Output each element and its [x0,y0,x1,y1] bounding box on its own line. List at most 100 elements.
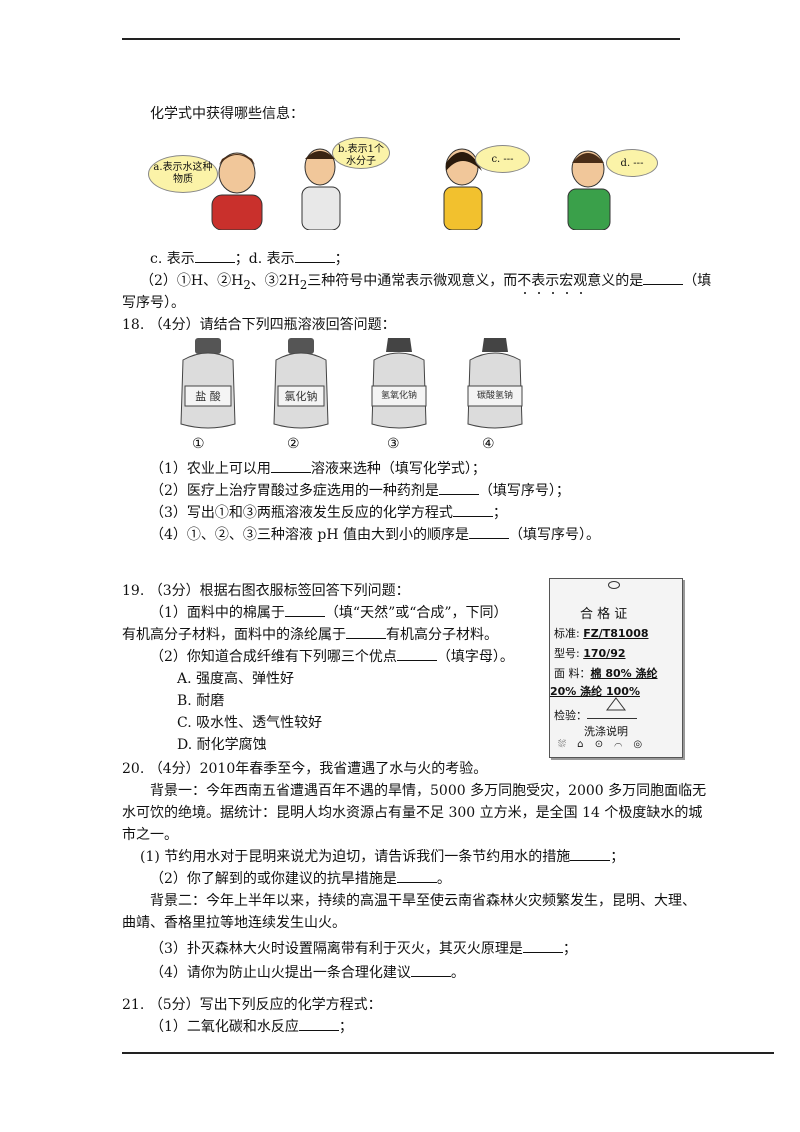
q18-s4-b: （填写序号）。 [508,527,600,543]
q19-s1-blank2[interactable] [346,624,386,639]
q18-s3: （3）写出①和③两瓶溶液发生反应的化学方程式； [150,502,507,522]
tag-title: 合 格 证 [580,607,628,622]
q19-s1-b: （填“天然”或“合成”，下同） [324,605,508,621]
bottle-1-icon [180,338,236,429]
top-rule [122,38,680,40]
q17-c-label: c. 表示 [150,251,195,267]
q17-d-blank[interactable] [294,248,335,263]
q18-s4-a: （4）①、②、③三种溶液 pH 值由大到小的顺序是 [150,527,469,543]
q21-s1-blank[interactable] [298,1016,339,1031]
q17-c-blank[interactable] [194,248,235,263]
q19-title: 19. （3分）根据右图衣服标签回答下列问题： [122,583,410,599]
tag-wash: 洗涤说明 [584,725,628,738]
q21-s1-b: ； [338,1019,353,1035]
person-b-figure [301,148,341,230]
bottle-3-icon [371,338,427,429]
tag-std-value: FZ/T81008 [583,627,649,640]
q18-s3-blank[interactable] [452,502,493,517]
bottle-3: 氢氧化钠 [366,336,432,435]
q19-s1-c: 有机高分子材料，面料中的涤纶属于 [122,627,346,643]
q19-s1-d: 有机高分子材料。 [386,627,498,643]
q18-s1-b: 溶液来选种（填写化学式）； [310,461,486,477]
bottle-3-label: 氢氧化钠 [380,391,417,401]
q19-s2-b: （填字母）。 [436,649,514,665]
q17-part2-emph3: 示 [545,273,560,289]
q19-s2-blank[interactable] [396,646,437,661]
q17-part2-sub2: 2 [299,277,308,292]
q19-s1: （1）面料中的棉属于（填“天然”或“合成”，下同） [150,602,508,622]
bottle-2: 氯化钠 [268,336,334,435]
q18-s1-blank[interactable] [270,458,311,473]
q17-part2-blank[interactable] [643,270,684,285]
q18-s2-b: （填写序号）； [478,483,570,499]
q19-s2: （2）你知道合成纤维有下列哪三个优点 （填字母）。 [150,646,514,666]
tag-fabric-value: 棉 80% 涤纶 [590,667,658,680]
bottle-2-icon [273,338,329,429]
q17-d-label: ；d. 表示 [234,251,295,267]
q18-s2-blank[interactable] [438,480,479,495]
q17-part2-sub1: 2 [243,277,251,292]
q17-part2-g: 意义的是 [587,273,644,289]
bottle-4: 碳酸氢钠 [462,336,528,435]
q20-s2: （2）你了解到的或你建议的抗旱措施是。 [150,868,451,888]
q19-s2-a: （2）你知道合成纤维有下列哪三个优点 [150,649,397,665]
q18-title: 18. （4分）请结合下列四瓶溶液回答问题： [122,317,396,333]
q20-s3-a: （3）扑灭森林大火时设置隔离带有利于灭火，其灭火原理是 [150,941,523,957]
bottle-4-label: 碳酸氢钠 [476,391,513,401]
q20-s4-blank[interactable] [410,962,451,977]
tag-model-label: 型号: [554,647,580,660]
tag-check-label: 检验： [554,709,587,722]
q19-opt-a: A. 强度高、弹性好 [177,671,295,687]
q20-bg2-line1: 背景二：今年上半年以来，持续的高温干旱至使云南省森林火灾频繁发生，昆明、大理、 [150,893,696,909]
q19-opt-d: D. 耐化学腐蚀 [177,737,267,753]
tag-fabric: 面 料：棉 80% 涤纶 [554,665,658,681]
bubble-c: c. --- [475,145,530,173]
q20-s4-b: 。 [450,965,465,981]
q17-part2-e: 三种符号中通常表示微观意义，而 [307,273,518,289]
tag-std-label: 标准: [554,627,580,640]
q20-s4-a: （4）请你为防止山火提出一条合理化建议 [150,965,411,981]
person-a-figure [211,152,263,230]
q21-s1-a: （1）二氧化碳和水反应 [150,1019,299,1035]
q20-s3-b: ； [562,941,577,957]
q19-s1-cont: 有机高分子材料，面料中的涤纶属于 有机高分子材料。 [122,624,498,644]
tag-fabric-label: 面 料： [554,667,591,680]
q20-s4: （4）请你为防止山火提出一条合理化建议 。 [150,962,465,982]
bottle-num-1: ① [192,436,205,452]
q20-s1-b: ； [610,849,625,865]
q18-s3-a: （3）写出①和③两瓶溶液发生反应的化学方程式 [150,505,453,521]
q20-s2-b: 。 [436,871,451,887]
q17-part2-emph4: 宏 [559,273,574,289]
q17-part2-a: （2）①H、②H [140,273,244,289]
q20-s3-blank[interactable] [522,938,563,953]
q21-s1: （1）二氧化碳和水反应 ； [150,1016,353,1036]
tag-check: 检验： [554,707,637,723]
bottle-1: 盐 酸 [175,336,241,435]
q20-s1: (1) 节约用水对于昆明来说尤为迫切，请告诉我们一条节约用水的措施 ； [140,846,624,866]
tag-hole [608,581,620,589]
bottle-num-2: ② [287,436,300,452]
q20-bg1-line3: 市之一。 [122,827,178,843]
q17-end: ； [334,251,349,267]
bottle-2-label: 氯化钠 [284,390,318,403]
q18-s4-blank[interactable] [468,524,509,539]
tag-model-value: 170/92 [583,647,626,660]
q18-s2: （2）医疗上治疗胃酸过多症选用的一种药剂是（填写序号）； [150,480,570,500]
q20-s1-blank[interactable] [570,846,611,861]
bubble-b: b.表示1个水分子 [332,137,390,169]
bottle-4-icon [467,338,523,429]
q20-s2-blank[interactable] [396,868,437,883]
tag-fabric-line2: 20% 涤纶 100% [550,685,640,698]
cartoon-row: a.表示水这种物质 b.表示1个水分子 c. --- d. --- [140,135,660,230]
q17-part2-emph5: 观 [573,273,588,289]
q17-part2-line2: 写序号）。 [122,295,185,311]
clothing-tag: 合 格 证 标准: FZ/T81008 型号: 170/92 面 料：棉 80%… [549,578,683,758]
q18-s1-a: （1）农业上可以用 [150,461,271,477]
q20-s1-a: (1) 节约用水对于昆明来说尤为迫切，请告诉我们一条节约用水的措施 [140,849,571,865]
q19-opt-b: B. 耐磨 [177,693,225,709]
q20-bg1-line2: 水可饮的绝境。据统计：昆明人均水资源占有量不足 300 立方米，是全国 14 个… [122,805,703,821]
q17-intro: 化学式中获得哪些信息： [150,106,304,122]
triangle-icon [606,697,626,711]
q19-s1-blank1[interactable] [284,602,325,617]
q19-opt-c: C. 吸水性、透气性较好 [177,715,323,731]
